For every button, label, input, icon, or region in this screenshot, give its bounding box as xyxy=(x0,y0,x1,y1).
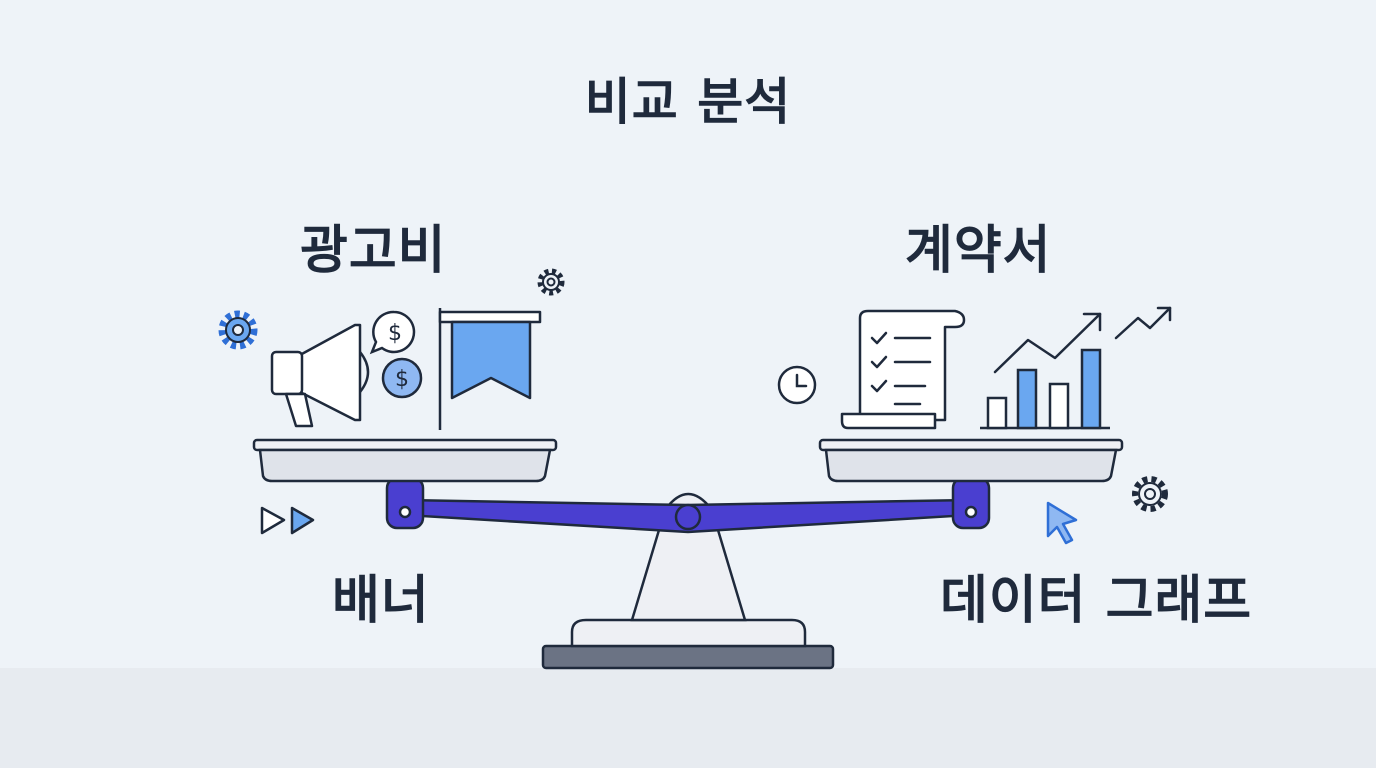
right-subheading: 데이터 그래프 xyxy=(940,571,1253,631)
document-checklist-icon xyxy=(840,309,966,430)
svg-text:$: $ xyxy=(388,321,402,346)
gear-icon xyxy=(537,268,565,296)
left-pan xyxy=(252,438,558,483)
right-pan xyxy=(818,438,1124,483)
clock-icon xyxy=(777,365,817,405)
page-title: 비교 분석 xyxy=(584,73,792,131)
dollar-coin-icon: $ xyxy=(381,357,423,399)
left-subheading: 배너 xyxy=(332,571,430,631)
floor xyxy=(0,668,1376,768)
trend-arrow-icon xyxy=(993,306,1172,374)
svg-text:$: $ xyxy=(395,367,409,392)
bar-chart-icon xyxy=(980,348,1110,430)
gear-icon xyxy=(218,310,258,350)
play-arrows-icon xyxy=(260,506,315,535)
megaphone-icon xyxy=(270,323,370,428)
flag-icon xyxy=(438,308,542,430)
gear-icon xyxy=(1132,476,1168,512)
cursor-icon xyxy=(1046,501,1078,545)
right-heading: 계약서 xyxy=(905,221,1052,281)
dollar-speech-icon: $ xyxy=(369,310,416,355)
left-heading: 광고비 xyxy=(300,221,447,281)
scale-beam xyxy=(385,476,991,534)
scale-base xyxy=(541,492,835,670)
